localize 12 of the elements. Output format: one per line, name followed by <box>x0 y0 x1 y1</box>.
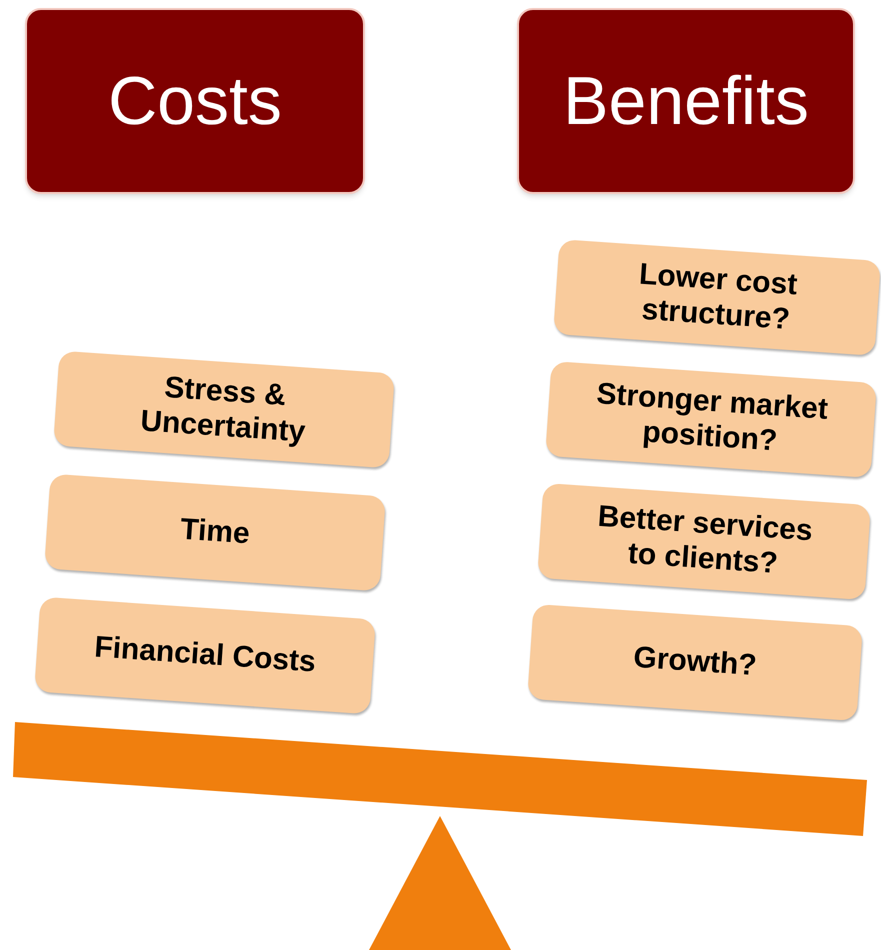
block-label: Stress & Uncertainty <box>138 370 308 450</box>
block-label: Growth? <box>632 641 758 684</box>
block-label: Financial Costs <box>93 630 317 680</box>
block-label: Time <box>179 512 251 552</box>
header-box <box>25 8 365 194</box>
fulcrum-triangle <box>369 816 511 950</box>
block-label: Lower cost structure? <box>637 256 800 338</box>
block-label: Better services to clients? <box>596 498 815 582</box>
header-text: Benefits <box>563 67 809 135</box>
block-label: Stronger market position? <box>594 376 830 460</box>
header-box <box>517 8 855 194</box>
header-text: Costs <box>108 67 282 135</box>
